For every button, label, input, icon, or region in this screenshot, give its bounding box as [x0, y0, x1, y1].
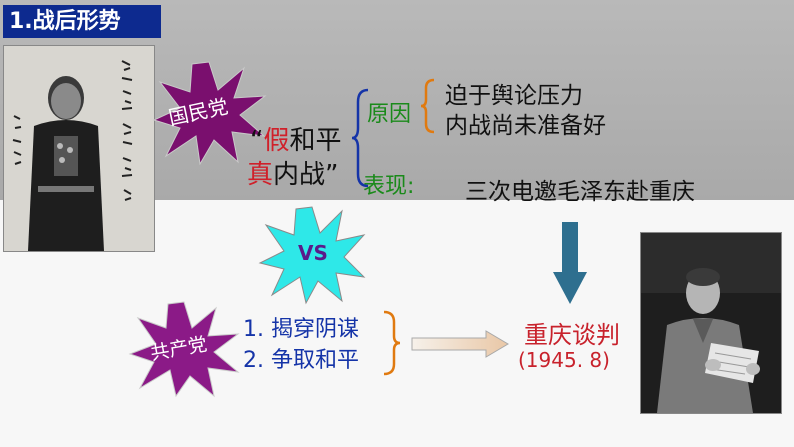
- portrait-photo-left: [3, 45, 155, 252]
- talks-date: (1945. 8): [518, 348, 610, 372]
- photo-right-speaker: [640, 232, 782, 414]
- cpc-starburst: [128, 301, 240, 398]
- talks-title: 重庆谈判: [524, 321, 620, 349]
- reason-item-2: 内战尚未准备好: [445, 113, 606, 139]
- manifest-label: 表现:: [363, 174, 415, 199]
- quote-line-2: 真内战”: [247, 154, 339, 191]
- manifest-text: 三次电邀毛泽东赴重庆: [465, 179, 695, 205]
- kmt-starburst: [152, 61, 267, 165]
- vs-badge-label: VS: [298, 241, 328, 265]
- down-arrow: [553, 222, 587, 304]
- reason-item-1: 迫于舆论压力: [445, 83, 583, 109]
- cpc-brace: [383, 310, 401, 376]
- cpc-item-1: 1. 揭穿阴谋: [243, 317, 359, 342]
- quote-real: 真: [247, 160, 274, 190]
- quote-peace: 和平: [289, 126, 342, 156]
- quote-fake: 假: [263, 126, 290, 156]
- vs-starburst: [258, 206, 366, 305]
- reason-brace: [420, 78, 435, 134]
- quote-line-1: “假和平: [250, 120, 342, 157]
- quote-open-mark: “: [250, 126, 264, 156]
- quote-civil-war: 内战”: [273, 160, 339, 190]
- section-title: 1.战后形势: [3, 5, 161, 38]
- right-arrow: [411, 330, 509, 358]
- reason-label: 原因: [367, 102, 412, 127]
- kmt-brace: [351, 88, 369, 188]
- cpc-item-2: 2. 争取和平: [243, 348, 359, 373]
